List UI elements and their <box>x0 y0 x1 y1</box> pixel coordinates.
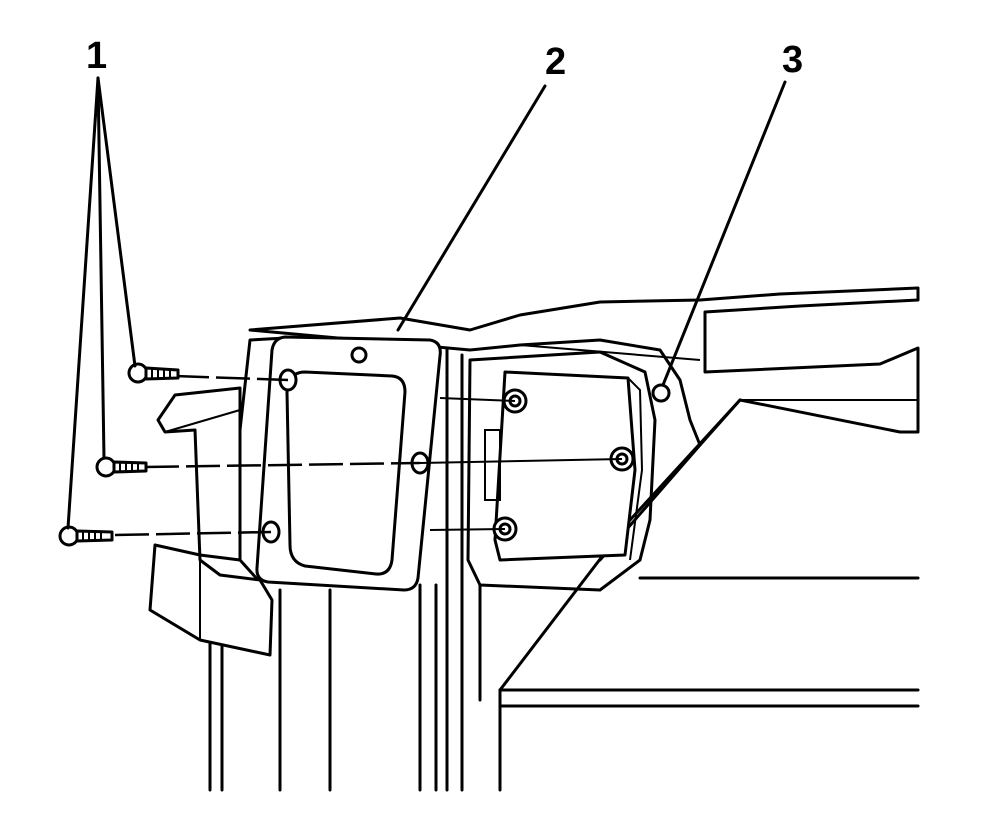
screw-middle <box>95 456 148 478</box>
leader-2 <box>396 84 547 332</box>
leader-lines <box>66 76 787 530</box>
component-1-screws <box>58 362 180 547</box>
callout-2: 2 <box>545 41 566 83</box>
component-2-cover-plate <box>255 335 442 592</box>
screw-upper <box>127 362 180 384</box>
callout-3: 3 <box>782 39 803 81</box>
leader-1-middle <box>96 76 106 460</box>
callout-labels: 1 2 3 <box>86 35 803 83</box>
screw-lower <box>58 525 114 547</box>
leader-3 <box>661 80 787 387</box>
component-3-locator <box>651 383 671 403</box>
leader-1-lower <box>66 76 100 530</box>
leader-1-upper <box>96 76 137 368</box>
cover-pin-hole <box>350 346 368 364</box>
alignment-lines <box>114 374 623 537</box>
callout-1: 1 <box>86 35 107 77</box>
